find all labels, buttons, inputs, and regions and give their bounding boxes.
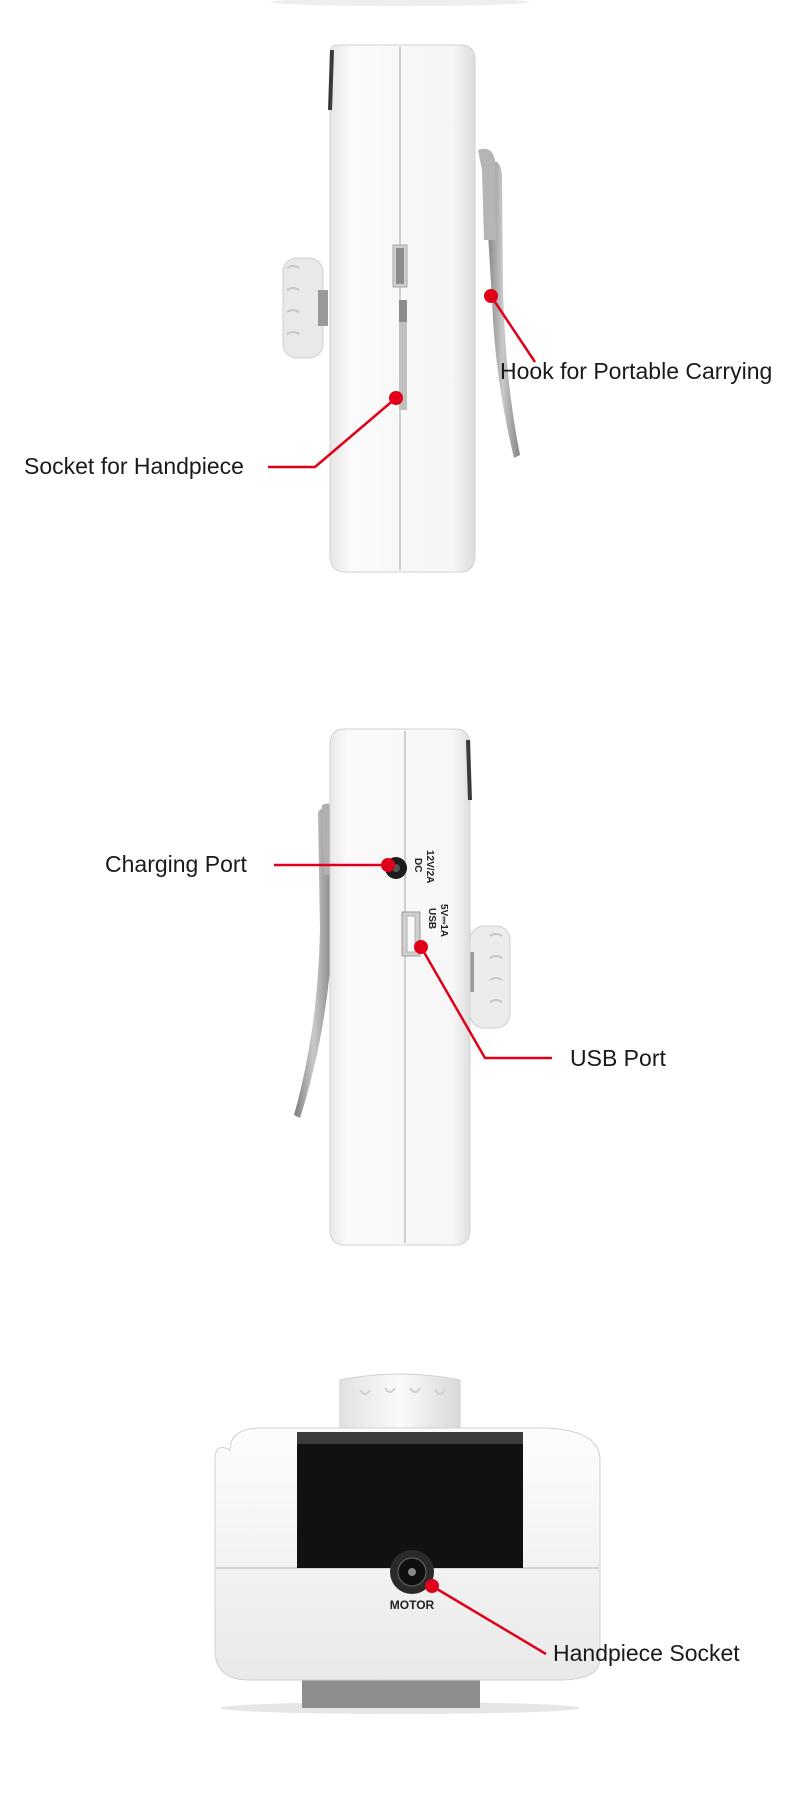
callout-line-charging [274, 858, 395, 872]
hook-label: Hook for Portable Carrying [500, 358, 773, 384]
dial-knob [464, 925, 511, 1029]
usb-label-text: USB [426, 908, 437, 929]
dial-knob [282, 257, 328, 359]
callout-line-hook [484, 289, 537, 363]
dc-label-text: DC [412, 858, 423, 872]
usb-rating-text: 5V⎓1A [438, 904, 449, 937]
belt-clip [478, 148, 520, 458]
side-view-ports: 12V/2A DC 5V⎓1A USB Charging Port USB Po… [0, 700, 790, 1260]
motor-jack [390, 1550, 434, 1594]
device-body [329, 728, 472, 1246]
socket-for-handpiece-label: Socket for Handpiece [24, 453, 244, 479]
device-ports-illustration: 12V/2A DC 5V⎓1A USB [274, 728, 552, 1246]
handpiece-slot [392, 244, 408, 410]
dc-rating-text: 12V/2A [424, 850, 435, 883]
callout-line-usb [414, 940, 552, 1060]
callout-line-socket [268, 391, 403, 469]
dial-knob [339, 1373, 461, 1431]
usb-port-label: USB Port [570, 1045, 666, 1071]
handpiece-socket-label: Handpiece Socket [553, 1640, 740, 1666]
device-top-illustration: MOTOR [214, 1373, 601, 1714]
top-view-motor: MOTOR Handpiece Socket [0, 1350, 790, 1790]
display-panel [297, 1432, 523, 1568]
device-side-illustration [268, 0, 537, 573]
charging-port-label: Charging Port [105, 851, 247, 877]
motor-label-text: MOTOR [390, 1598, 435, 1612]
side-view-clip-right: Hook for Portable Carrying Socket for Ha… [0, 0, 790, 600]
callout-line-handpiece [425, 1579, 547, 1656]
